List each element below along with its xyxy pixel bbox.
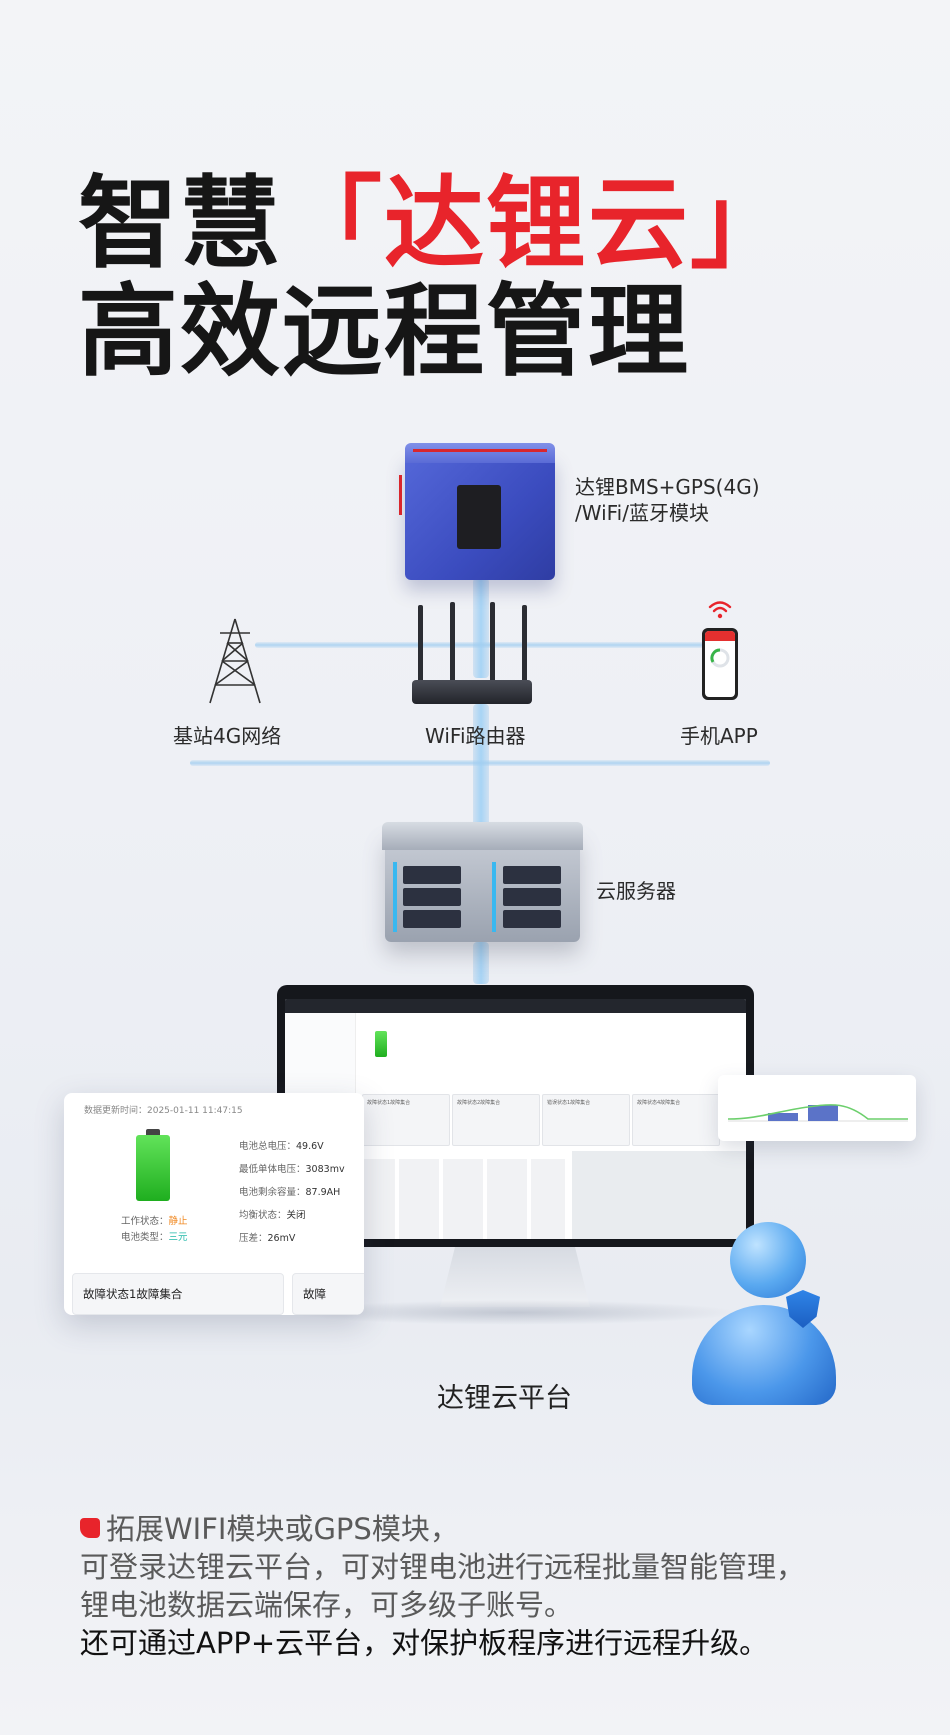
server-label: 云服务器	[596, 879, 676, 903]
cell-tower-icon	[209, 618, 261, 704]
work-state: 工作状态：静止	[121, 1216, 188, 1227]
trend-chart	[727, 1103, 908, 1122]
pipe-top-horizontal	[255, 642, 720, 648]
headline: 智慧「达锂云」 高效远程管理	[78, 170, 792, 386]
router-antenna	[522, 605, 527, 683]
voltage-diff: 压差：26mV	[239, 1233, 296, 1244]
module-label: 达锂BMS+GPS(4G) /WiFi/蓝牙模块	[575, 474, 760, 526]
battery-type: 电池类型：三元	[121, 1232, 188, 1243]
cloud-server-icon	[382, 822, 583, 942]
min-cell-voltage: 最低单体电压：3083mv	[239, 1164, 345, 1175]
module-label-line2: /WiFi/蓝牙模块	[575, 501, 709, 525]
battery-detail-card: 数据更新时间：2025-01-11 11:47:15 电池总电压：49.6V 最…	[64, 1093, 364, 1315]
wifi-signal-icon	[708, 601, 732, 619]
update-time: 数据更新时间：2025-01-11 11:47:15	[84, 1106, 243, 1116]
router-antenna	[418, 605, 423, 683]
battery-level-icon	[136, 1129, 170, 1201]
pipe-bottom-horizontal	[190, 760, 770, 766]
feature-line-4: 还可通过APP+云平台，对保护板程序进行远程升级。	[80, 1626, 769, 1660]
bullet-icon	[80, 1518, 100, 1538]
monitor-stand	[440, 1247, 590, 1307]
pipe-router-server	[473, 704, 489, 829]
monitor-shadow	[290, 1300, 740, 1325]
platform-label: 达锂云平台	[437, 1383, 572, 1414]
fault-panel-2: 故障	[292, 1273, 364, 1315]
bms-board	[457, 485, 501, 549]
battery-pack	[399, 443, 555, 580]
headline-prefix: 智慧	[78, 165, 282, 282]
phone-label: 手机APP	[680, 724, 758, 748]
trend-chart-card	[718, 1075, 916, 1141]
router-antenna	[450, 602, 455, 682]
router-label: WiFi路由器	[425, 724, 526, 748]
headline-line2: 高效远程管理	[78, 273, 690, 390]
user-avatar-icon	[730, 1222, 806, 1298]
pipe-server-platform	[473, 942, 489, 984]
headline-highlight: 「达锂云」	[282, 165, 792, 282]
feature-line-1: 拓展WIFI模块或GPS模块，	[80, 1510, 805, 1548]
smartphone-icon	[702, 628, 738, 700]
module-label-line1: 达锂BMS+GPS(4G)	[575, 475, 760, 499]
balance-state: 均衡状态：关闭	[239, 1210, 306, 1221]
tower-label: 基站4G网络	[173, 724, 282, 748]
remaining-capacity: 电池剩余容量：87.9AH	[239, 1187, 341, 1198]
monitor: 故障状态1故障集合 故障状态2故障集合 错误状态1故障集合 故障状态4故障集合	[277, 985, 754, 1247]
router-antenna	[490, 602, 495, 682]
wifi-router-icon	[412, 680, 532, 704]
fault-panel-1: 故障状态1故障集合	[72, 1273, 284, 1315]
pipe-battery-router	[473, 578, 489, 678]
feature-description: 拓展WIFI模块或GPS模块， 可登录达锂云平台，可对锂电池进行远程批量智能管理…	[80, 1510, 805, 1662]
feature-line-2: 可登录达锂云平台，可对锂电池进行远程批量智能管理，	[80, 1550, 806, 1584]
total-voltage: 电池总电压：49.6V	[239, 1141, 324, 1152]
feature-line-3: 锂电池数据云端保存，可多级子账号。	[80, 1588, 574, 1622]
